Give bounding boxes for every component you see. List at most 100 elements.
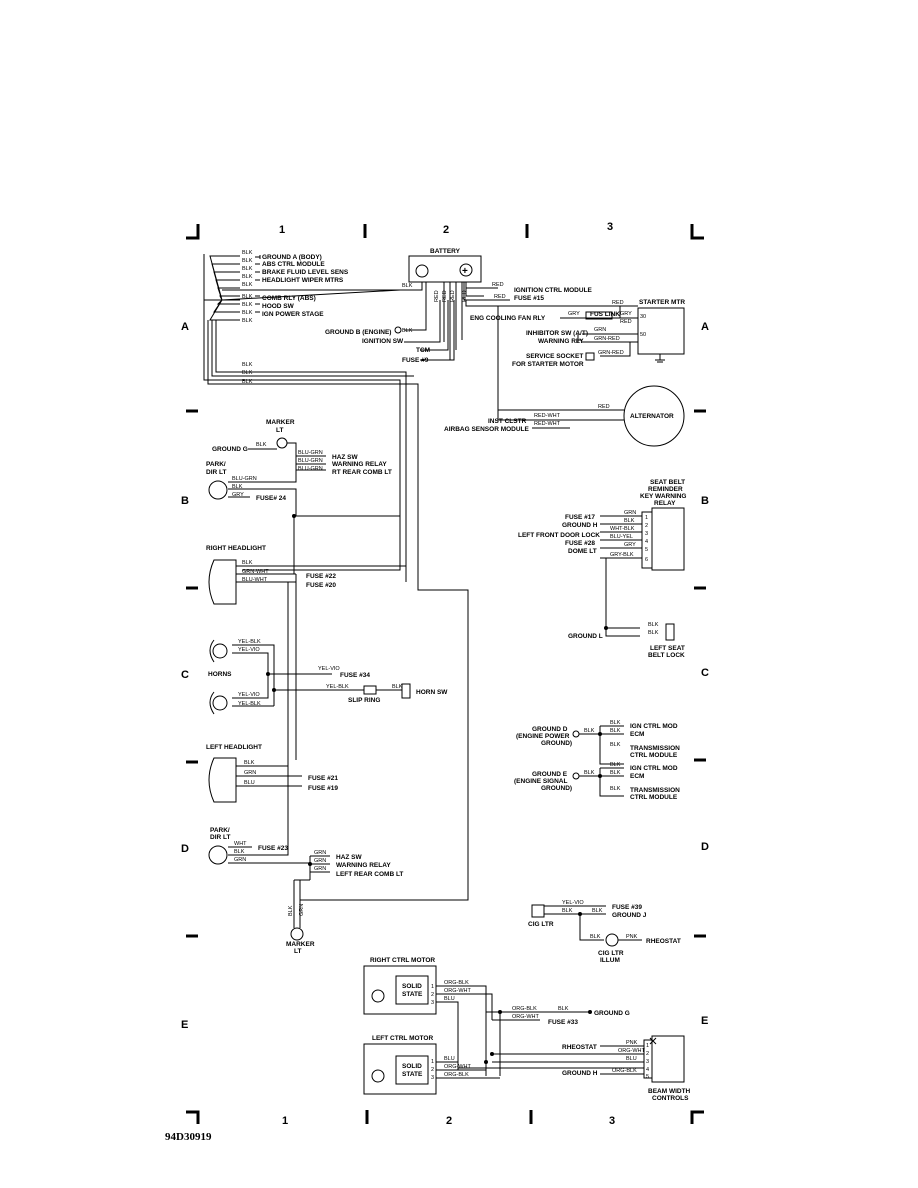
- ge-trans2: CTRL MODULE: [630, 794, 678, 801]
- fuse33-label: FUSE #33: [548, 1019, 578, 1026]
- ge-blk3: BLK: [610, 786, 621, 792]
- gd-blk: BLK: [584, 728, 595, 734]
- park-top-gry: GRY: [232, 492, 244, 498]
- marker-bottom-title-1: MARKER: [286, 941, 315, 948]
- grid-row-b-left: B: [181, 495, 189, 507]
- battery-blk-label: BLK: [402, 283, 413, 289]
- ground-d-title-1: (ENGINE POWER: [516, 733, 570, 740]
- park-top-blk: BLK: [232, 484, 243, 490]
- beam-blu: BLU: [626, 1056, 637, 1062]
- lh-blu: BLU: [244, 780, 255, 786]
- grid-col-3-top: 3: [607, 221, 613, 233]
- grid-row-e-left: E: [181, 1019, 188, 1031]
- right-headlight-title: RIGHT HEADLIGHT: [206, 545, 266, 552]
- starter-gry: GRY: [568, 311, 580, 317]
- ground-e-group: GROUND E (ENGINE SIGNAL GROUND) BLK BLK …: [514, 762, 680, 801]
- grid-row-a-left: A: [181, 321, 189, 333]
- beam-group: 1 2 3 4 5 PNK ORG-WHT BLU ORG-BLK RHEOST…: [458, 1035, 691, 1102]
- sb-wire-2: WHT-BLK: [610, 526, 635, 532]
- marker-top-blu-grn-1: BLU-GRN: [298, 450, 323, 456]
- alternator-title: ALTERNATOR: [630, 413, 674, 420]
- rm-wire-0: ORG-BLK: [444, 980, 469, 986]
- lm-wire-1: ORG-WHT: [444, 1064, 472, 1070]
- rh-blk: BLK: [242, 560, 253, 566]
- hb-grn2: GRN: [314, 858, 326, 864]
- right-motor-box: [363, 965, 437, 1015]
- ga-label-0: GROUND A (BODY): [262, 254, 322, 261]
- horn-lower-icon: [209, 691, 215, 715]
- seat-belt-lock-icon: [665, 623, 675, 641]
- lm-state1: SOLID: [402, 1063, 422, 1070]
- fan-rly-label: ENG COOLING FAN RLY: [470, 315, 546, 322]
- gnd-blk-0: BLK: [242, 362, 253, 368]
- right-headlight-icon: [208, 559, 237, 605]
- grid-row-d-right: D: [701, 841, 709, 853]
- horn-yel-vio2: YEL-VIO: [318, 666, 340, 672]
- park-bottom-group: PARK/ DIR LT WHT BLK GRN FUSE #23: [208, 768, 310, 865]
- socket-label-1: SERVICE SOCKET: [526, 353, 583, 360]
- ge-ign: IGN CTRL MOD: [630, 765, 678, 772]
- lm-wire-2: ORG-BLK: [444, 1072, 469, 1078]
- border-marks: [186, 224, 706, 1124]
- hb-warn: WARNING RELAY: [336, 862, 391, 869]
- rm-pin-1: 1: [431, 984, 434, 990]
- sb-pin-2: 2: [645, 523, 648, 529]
- grid-col-1-top: 1: [279, 224, 285, 236]
- park-top-group: PARK/ DIR LT BLU-GRN BLK GRY FUSE# 24: [206, 461, 400, 518]
- lm-state2: STATE: [402, 1071, 423, 1078]
- bat-red-4: RED: [450, 290, 456, 302]
- marker-top-title-2: LT: [276, 427, 283, 434]
- battery-box: [408, 255, 482, 283]
- warning-rly-label: WARNING RLY: [538, 338, 584, 345]
- alt-red-wht2: RED-WHT: [534, 421, 561, 427]
- starter-pin30: 30: [640, 314, 646, 320]
- ga-label-1: ABS CTRL MODULE: [262, 261, 325, 268]
- rm-pin-2: 2: [431, 992, 434, 998]
- right-headlight-group: RIGHT HEADLIGHT BLK GRN-WHT BLU-WHT FUSE…: [206, 516, 406, 768]
- ga-wire-4: BLK: [242, 282, 253, 288]
- sb-label-3: FUSE #28: [565, 540, 595, 547]
- rt-rear-label: RT REAR COMB LT: [332, 469, 392, 476]
- rm-pin-3: 3: [431, 1000, 434, 1006]
- gd-ecm: ECM: [630, 731, 644, 738]
- grid-col-3-bottom: 3: [609, 1115, 615, 1127]
- ground-d-title-2: GROUND): [541, 740, 572, 747]
- left-motor-box: [363, 1043, 437, 1095]
- sb-pin-1: 1: [645, 515, 648, 521]
- fuse19-label: FUSE #19: [308, 785, 338, 792]
- left-motor-group: LEFT CTRL MOTOR SOLID STATE 1 2 3 BLU OR…: [363, 1035, 500, 1095]
- battery-title: BATTERY: [430, 248, 461, 255]
- grid-row-c-right: C: [701, 667, 709, 679]
- grid-col-1-bottom: 1: [282, 1115, 288, 1127]
- pb-wht: WHT: [234, 841, 247, 847]
- horn-yel-vio3: YEL-VIO: [238, 692, 260, 698]
- lh-grn: GRN: [244, 770, 256, 776]
- ml-blk: BLK: [558, 1006, 569, 1012]
- rh-grn-wht: GRN-WHT: [242, 569, 269, 575]
- slip-ring-label: SLIP RING: [348, 697, 380, 704]
- sb-pin-4: 4: [645, 539, 648, 545]
- svg-text:−: −: [418, 266, 423, 276]
- grid-row-a-right: A: [701, 321, 709, 333]
- ground-e-title-2: GROUND): [541, 785, 572, 792]
- ge-blk2: BLK: [610, 770, 621, 776]
- svg-text:+: +: [462, 266, 468, 277]
- left-motor-icon: [371, 1069, 385, 1083]
- seat-belt-title-3: RELAY: [654, 500, 676, 507]
- rheostat-label: RHEOSTAT: [646, 938, 681, 945]
- horn-yel-blk3: YEL-BLK: [238, 701, 261, 707]
- horn-yel-blk2: YEL-BLK: [326, 684, 349, 690]
- ignition-sw-label: IGNITION SW: [362, 338, 404, 345]
- marker-top-blu-grn-2: BLU-GRN: [298, 458, 323, 464]
- battery-group: BATTERY − + BLK BLK GROUND B (ENGINE) RE…: [222, 248, 593, 364]
- ga-wire-6: BLK: [242, 302, 253, 308]
- horn-sw-label: HORN SW: [416, 689, 448, 696]
- warning-relay-top: WARNING RELAY: [332, 461, 387, 468]
- right-motor-group: RIGHT CTRL MOTOR SOLID STATE 1 2 3 ORG-B…: [363, 957, 493, 1070]
- bat-red-1: RED: [494, 294, 506, 300]
- cig-ltr-label: CIG LTR: [528, 921, 554, 928]
- ground-b-blk: BLK: [402, 328, 413, 334]
- bat-red-3: RED: [442, 290, 448, 302]
- ground-blk-wires: BLK BLK BLK: [207, 320, 469, 901]
